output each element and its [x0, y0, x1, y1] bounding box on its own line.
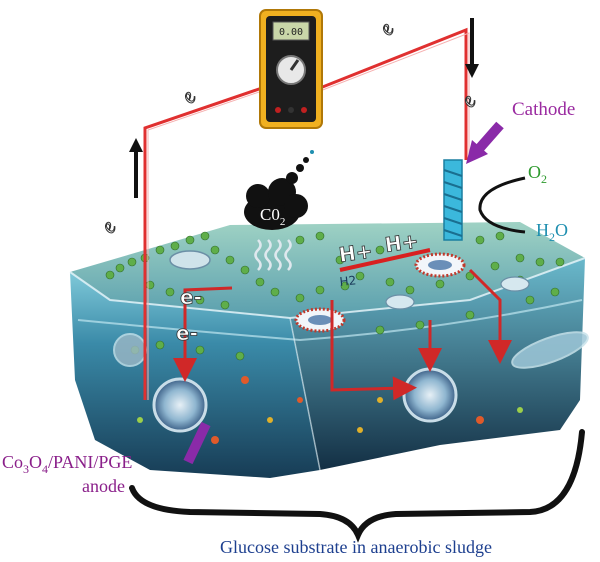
co2-vapor-lines [254, 239, 292, 271]
electron-label-upper: e- [180, 285, 202, 309]
anode-label-rest: /PANI/PGE [48, 452, 132, 472]
anode-label-line1: Co3O4/PANI/PGE [2, 452, 132, 476]
cathode-electrode [443, 159, 463, 241]
electron-symbol-right: e [455, 90, 482, 111]
h2-bubble-label: H2 [339, 273, 357, 289]
cathode-label: Cathode [512, 99, 575, 120]
biofilm-granules [105, 231, 565, 361]
anode-label-sub4: 4 [42, 462, 48, 476]
electron-symbol-left-lower: e [95, 216, 122, 237]
current-arrows [129, 18, 479, 198]
anode-label-sub3: 3 [23, 462, 29, 476]
anode-label-o: O [29, 452, 42, 472]
anode-arrow [183, 421, 211, 465]
wire-highlight [147, 32, 470, 400]
oxygen-subscript: 2 [541, 172, 547, 186]
cathode-arrow [466, 121, 504, 164]
anode-label-line2: anode [82, 476, 125, 496]
oxygen-reduction-arc [478, 176, 526, 234]
water-subscript: 2 [549, 230, 555, 244]
internal-flow-arrows [173, 268, 512, 401]
proton-membrane-bar [339, 248, 431, 272]
co2-subscript: 2 [280, 216, 286, 228]
co2-cloud [244, 150, 314, 230]
tank-top-surface [70, 222, 585, 318]
oxygen-base: O [528, 162, 541, 182]
co2-base: C0 [260, 205, 280, 224]
proton-label-right: H+ [383, 229, 420, 257]
substrate-label: Glucose substrate in anaerobic sludge [220, 537, 492, 557]
electron-label-lower: e- [176, 321, 198, 345]
water-tail: O [555, 220, 568, 240]
multimeter: 0.00 [259, 9, 323, 129]
electron-symbol-top-right: e [373, 18, 400, 39]
meter-screen [272, 21, 310, 41]
microbe-colonies [113, 250, 589, 369]
meter-readout: 0.00 [279, 27, 303, 38]
co2-label: C02 [260, 205, 285, 228]
sludge-particles [137, 376, 523, 444]
water-label: H2O [536, 220, 568, 244]
proton-label-left: H+ [337, 239, 374, 267]
substrate-brace [129, 429, 585, 543]
water-base: H [536, 220, 549, 240]
electron-symbol-left-upper: e [175, 86, 202, 107]
oxygen-label: O2 [528, 162, 547, 186]
anode-label-co: Co [2, 452, 23, 472]
